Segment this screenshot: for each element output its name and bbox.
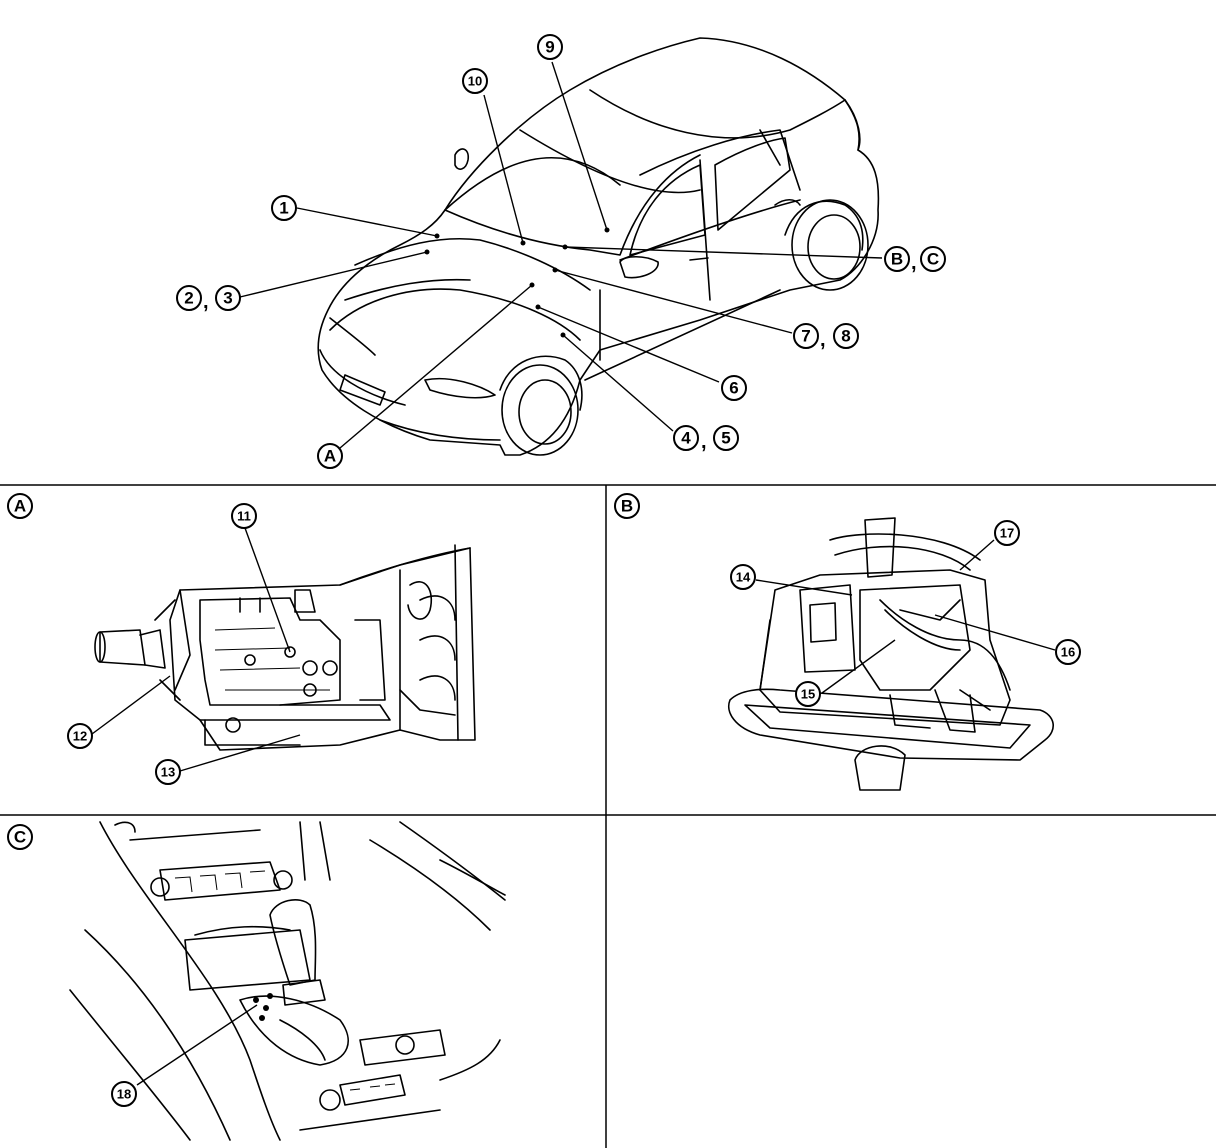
overview-leader-lines — [239, 61, 883, 449]
svg-text:2: 2 — [184, 289, 193, 308]
svg-text:13: 13 — [161, 765, 175, 780]
callout-16: 16 — [1055, 639, 1081, 665]
separator-4-5: , — [701, 431, 707, 453]
separator-7-8: , — [820, 329, 826, 351]
svg-text:C: C — [14, 828, 26, 847]
panel-dividers — [0, 484, 1216, 1148]
callout-1: 1 — [271, 195, 297, 221]
callout-5: 5 — [713, 425, 739, 451]
callout-12: 12 — [67, 723, 93, 749]
separator-b-c: , — [911, 252, 917, 274]
shifter-assembly-drawing — [728, 517, 1054, 791]
panel-a-title: A — [7, 493, 33, 519]
svg-text:B: B — [891, 250, 903, 269]
svg-text:9: 9 — [545, 38, 554, 57]
callout-4: 4 — [673, 425, 699, 451]
leader-1 — [296, 207, 438, 237]
panel-a: A — [7, 493, 476, 785]
svg-text:7: 7 — [801, 327, 810, 346]
callout-13: 13 — [155, 759, 181, 785]
callout-17: 17 — [994, 520, 1020, 546]
separator-2-3: , — [203, 291, 209, 313]
callout-7: 7 — [793, 323, 819, 349]
panel-b: B — [614, 493, 1081, 791]
svg-text:4: 4 — [681, 429, 691, 448]
leader-a — [339, 284, 533, 449]
callout-18: 18 — [111, 1081, 137, 1107]
callout-b: B — [884, 246, 910, 272]
svg-text:C: C — [927, 250, 939, 269]
callout-10: 10 — [462, 68, 488, 94]
panel-a-leader-lines — [91, 527, 301, 772]
callout-14: 14 — [730, 564, 756, 590]
center-console-drawing — [69, 821, 506, 1141]
callout-2: 2 — [176, 285, 202, 311]
panel-c-leader-lines — [136, 1004, 258, 1086]
svg-text:1: 1 — [279, 199, 288, 218]
callout-8: 8 — [833, 323, 859, 349]
leader-6 — [537, 306, 720, 383]
transmission-drawing — [94, 544, 476, 751]
svg-text:16: 16 — [1061, 645, 1075, 660]
vehicle-overview: 1 2 , 3 10 9 B , C 7 , 8 6 4 , 5 A — [176, 34, 946, 469]
leader-b-c — [564, 246, 883, 259]
panel-b-leader-lines — [755, 539, 1056, 694]
callout-15: 15 — [795, 681, 821, 707]
panel-c: C — [7, 821, 506, 1141]
panel-c-title: C — [7, 824, 33, 850]
leader-2-3 — [239, 251, 428, 298]
svg-text:6: 6 — [729, 379, 738, 398]
callout-a: A — [317, 443, 343, 469]
panel-b-title: B — [614, 493, 640, 519]
callout-3: 3 — [215, 285, 241, 311]
svg-text:11: 11 — [237, 509, 251, 524]
svg-text:10: 10 — [468, 74, 482, 89]
svg-text:12: 12 — [73, 729, 87, 744]
callout-c: C — [920, 246, 946, 272]
svg-text:14: 14 — [736, 570, 751, 585]
svg-text:A: A — [14, 497, 26, 516]
svg-text:5: 5 — [721, 429, 730, 448]
svg-text:8: 8 — [841, 327, 850, 346]
svg-text:17: 17 — [1000, 526, 1014, 541]
leader-7-8 — [554, 269, 793, 334]
vehicle-drawing — [317, 37, 880, 456]
svg-text:B: B — [621, 497, 633, 516]
leader-4-5 — [562, 334, 674, 432]
callout-11: 11 — [231, 503, 257, 529]
svg-text:15: 15 — [801, 687, 815, 702]
leader-10 — [483, 94, 524, 244]
leader-9 — [551, 61, 608, 231]
svg-text:3: 3 — [223, 289, 232, 308]
callout-6: 6 — [721, 375, 747, 401]
callout-9: 9 — [537, 34, 563, 60]
svg-text:A: A — [324, 447, 336, 466]
svg-text:18: 18 — [117, 1087, 131, 1102]
